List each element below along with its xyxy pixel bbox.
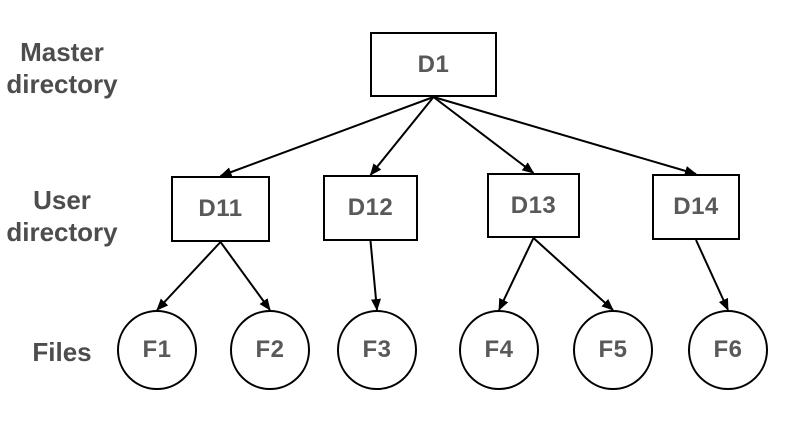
node-f2: F2 xyxy=(230,310,310,390)
edge-d1-d12 xyxy=(369,96,435,176)
node-f4: F4 xyxy=(459,310,539,390)
edge-d1-d11 xyxy=(219,96,434,177)
edge-d13-f4 xyxy=(498,237,535,311)
edge-d14-f6 xyxy=(695,239,729,311)
node-d12: D12 xyxy=(323,175,418,241)
edge-d1-d13 xyxy=(432,96,535,174)
edge-d13-f5 xyxy=(532,237,614,311)
edge-d1-d14 xyxy=(433,96,697,176)
node-d11: D11 xyxy=(171,176,270,242)
row-label-master-directory: Master directory xyxy=(6,37,118,99)
edge-d11-f2 xyxy=(219,241,271,311)
row-label-user-directory: User directory xyxy=(6,185,118,247)
node-f3: F3 xyxy=(337,310,417,390)
edge-d12-f3 xyxy=(369,240,381,311)
node-f6: F6 xyxy=(688,310,768,390)
edge-d11-f1 xyxy=(156,241,222,311)
node-d14: D14 xyxy=(652,174,740,240)
node-d1: D1 xyxy=(370,32,497,97)
node-d13: D13 xyxy=(487,173,580,238)
node-f1: F1 xyxy=(117,310,197,390)
row-label-files: Files xyxy=(32,337,92,367)
node-f5: F5 xyxy=(573,310,653,390)
